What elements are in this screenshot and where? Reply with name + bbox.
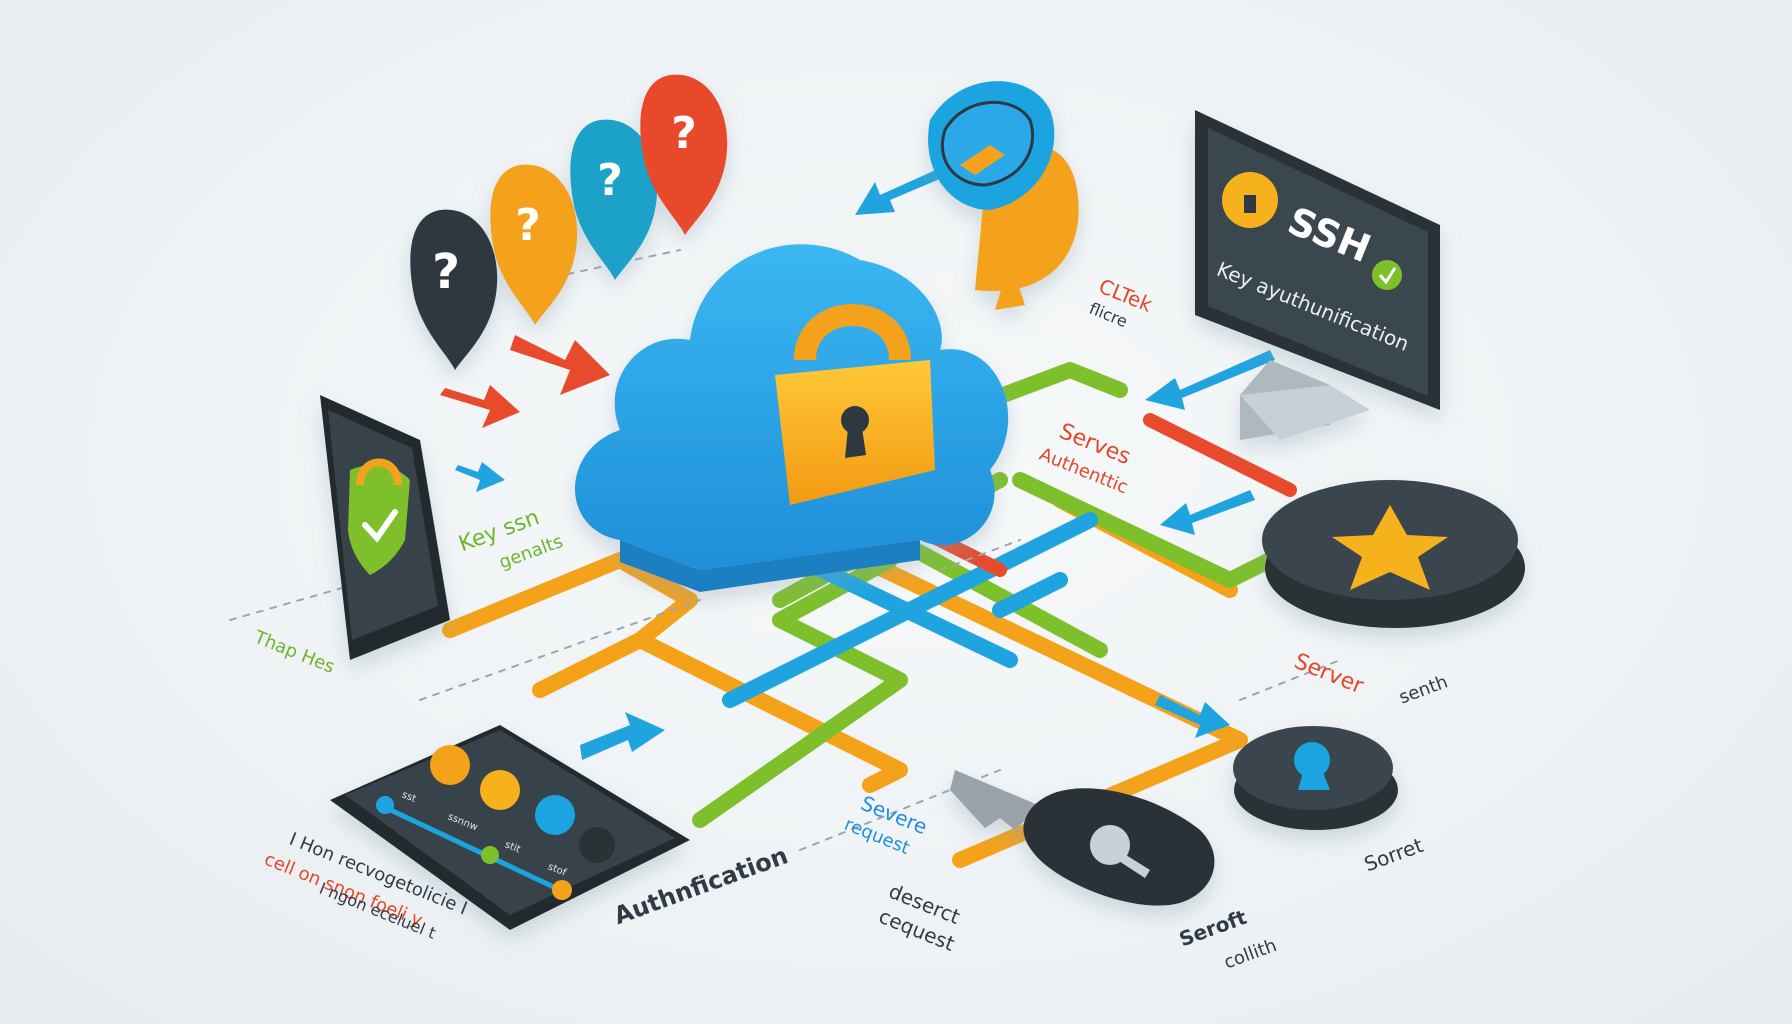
red-arrow-2 bbox=[440, 385, 520, 428]
cloud-base bbox=[620, 540, 920, 592]
panel-slider-blue-icon bbox=[376, 796, 394, 814]
blue-arrow-1 bbox=[455, 462, 505, 492]
question-mark-orange: ? bbox=[515, 200, 541, 251]
arrows bbox=[440, 150, 1275, 760]
star-icon bbox=[1332, 505, 1448, 590]
lock-shackle-icon bbox=[794, 304, 911, 362]
phone-lock-shackle-icon bbox=[356, 458, 402, 486]
question-bubbles: ? ? ? ? bbox=[410, 74, 728, 370]
question-bubble-dark bbox=[410, 209, 498, 370]
star-button bbox=[1262, 480, 1525, 628]
fob-key-icon bbox=[1105, 845, 1150, 878]
blue-flow-path bbox=[722, 492, 1098, 708]
key-blade-icon bbox=[950, 770, 1050, 830]
keyhole-button bbox=[1233, 726, 1398, 830]
key-icon bbox=[960, 145, 1005, 175]
cloud-lock bbox=[575, 244, 1009, 592]
red-arrow-1 bbox=[510, 335, 610, 395]
key-fob bbox=[950, 770, 1215, 906]
question-bubble-red bbox=[640, 74, 728, 236]
monitor bbox=[1195, 110, 1440, 440]
question-mark-dark: ? bbox=[432, 244, 460, 300]
key-badge bbox=[928, 81, 1079, 310]
blue-arrow-5 bbox=[1160, 490, 1255, 535]
panel-dial-orange-icon bbox=[430, 745, 470, 785]
blue-arrow-4 bbox=[1145, 350, 1275, 410]
question-mark-red: ? bbox=[671, 108, 697, 159]
shield-icon bbox=[348, 464, 410, 575]
keyhole-icon bbox=[841, 406, 869, 434]
blue-arrow-3 bbox=[1155, 695, 1230, 738]
blue-arrow-2 bbox=[580, 712, 665, 760]
check-badge-icon bbox=[1372, 260, 1402, 290]
panel-slider-orange-icon bbox=[552, 880, 572, 900]
panel-dial-blue-icon bbox=[535, 795, 575, 835]
question-mark-teal: ? bbox=[597, 155, 623, 206]
question-bubble-teal bbox=[570, 119, 658, 281]
phone-device bbox=[320, 395, 450, 660]
check-icon bbox=[362, 509, 398, 543]
panel-slider-green-icon bbox=[481, 846, 499, 864]
orange-flow-path bbox=[442, 492, 1248, 868]
question-bubble-orange bbox=[490, 164, 578, 325]
panel-dial-dark-icon bbox=[579, 827, 615, 863]
control-panel bbox=[330, 725, 690, 930]
panel-dial-yellow-icon bbox=[480, 770, 520, 810]
